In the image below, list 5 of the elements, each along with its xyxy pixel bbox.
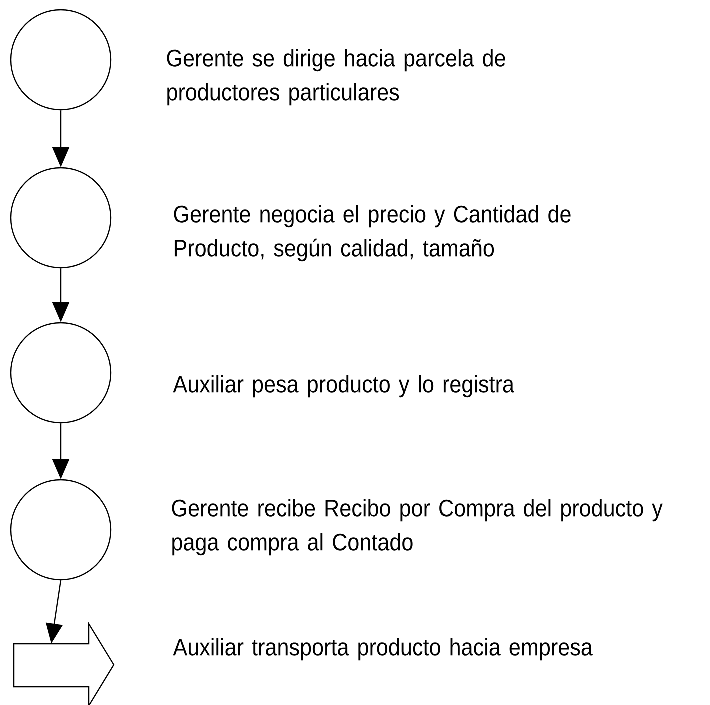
step-description: Auxiliar pesa producto y lo registra xyxy=(173,375,514,398)
step-description: Auxiliar transporta producto hacia empresa xyxy=(173,638,593,661)
step-description: Gerente negocia el precio y Cantidad de Producto, según calidad, tamaño xyxy=(174,205,571,262)
step-description: Gerente recibe Recibo por Compra del producto y paga compra al Contado xyxy=(172,499,663,556)
step-description: Gerente se dirige hacia parcela de productores particulares xyxy=(167,49,506,106)
